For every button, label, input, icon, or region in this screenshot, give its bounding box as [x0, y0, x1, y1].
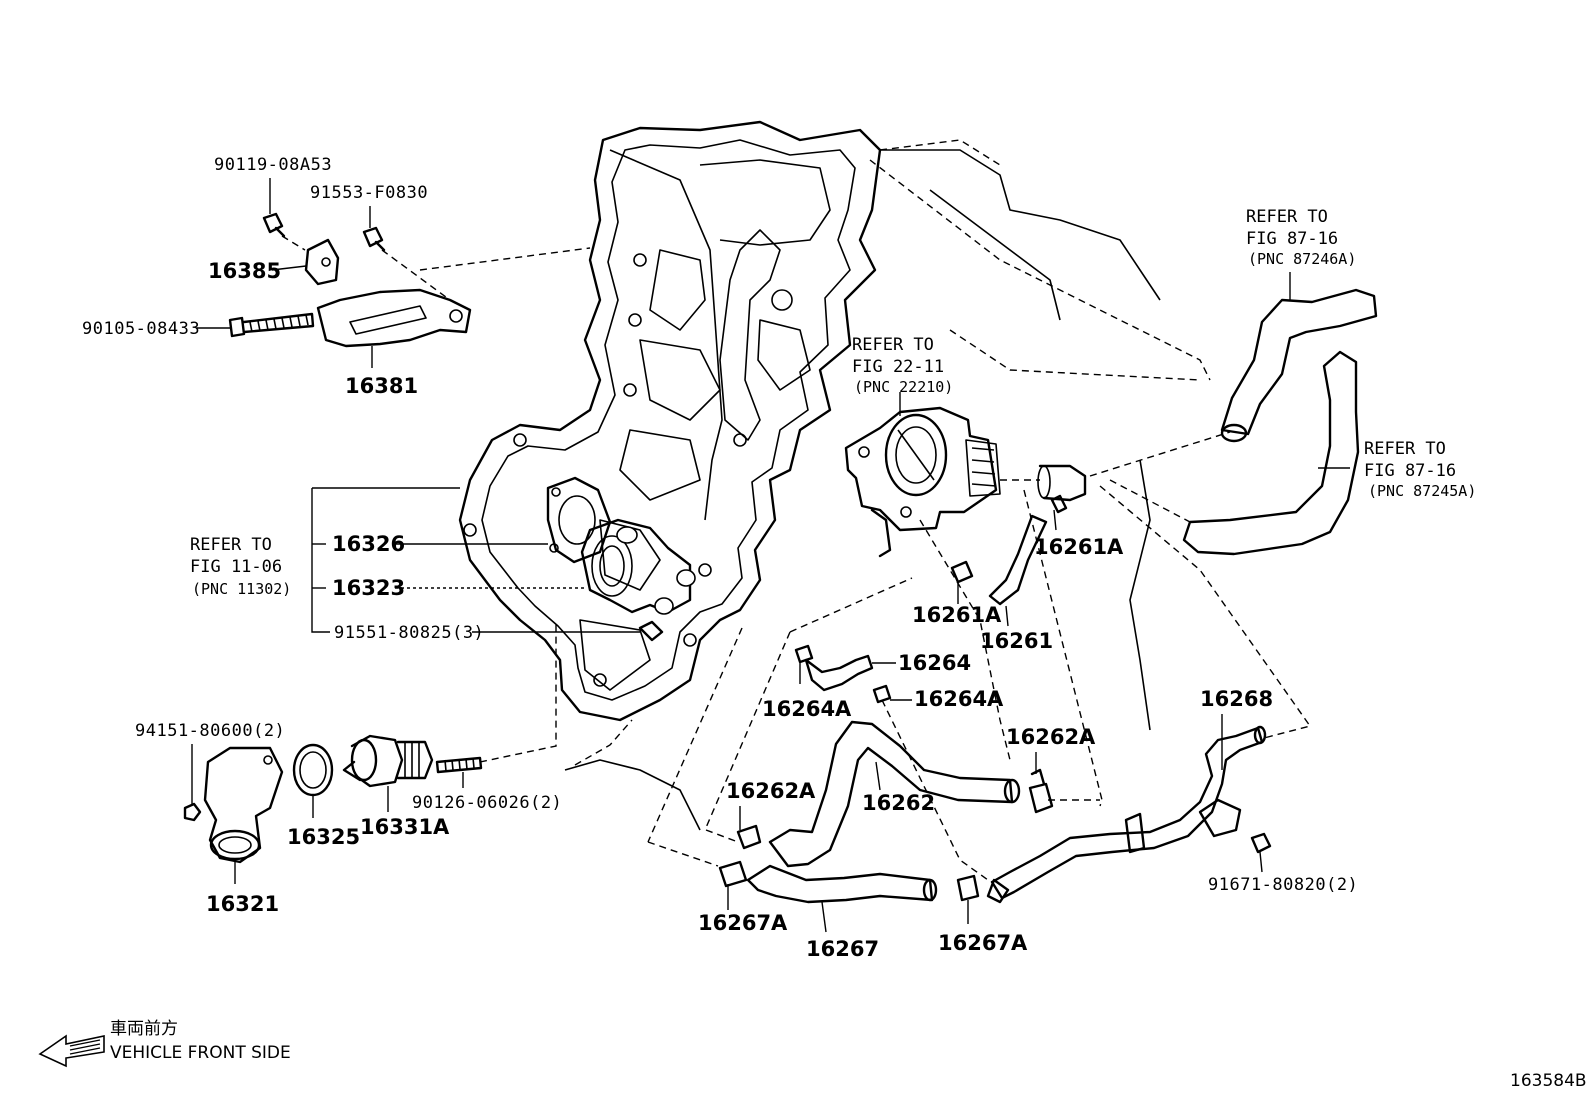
thermostat-16331A	[342, 734, 434, 788]
throttle-body	[844, 406, 1001, 558]
label-16262A-right: 16262A	[1006, 725, 1096, 749]
label-16381: 16381	[345, 374, 418, 398]
refer-hose-upper-line3: (PNC 87246A)	[1248, 250, 1356, 268]
bolt-91551-80825	[638, 620, 664, 642]
water-inlet-gasket-16326	[546, 476, 612, 564]
clamp-16261A-lower	[950, 560, 974, 584]
clamp-16267A-right	[956, 874, 980, 902]
clamp-16261A-upper	[1050, 494, 1068, 514]
hose-16261	[988, 514, 1048, 606]
refer-engine-line3: (PNC 11302)	[192, 580, 291, 598]
label-94151-80600: 94151-80600(2)	[135, 721, 285, 741]
direction-label-jp: 車両前方	[110, 1019, 178, 1039]
stud-90126-06026	[435, 756, 483, 774]
hose-16264	[804, 654, 874, 692]
figure-id: 163584B	[1510, 1071, 1587, 1091]
label-91553-F0830: 91553-F0830	[310, 183, 428, 203]
label-16385: 16385	[208, 259, 281, 283]
refer-hose-upper-line1: REFER TO	[1246, 207, 1328, 227]
refer-throttle-line2: FIG 22-11	[852, 357, 944, 377]
label-16264: 16264	[898, 651, 971, 675]
gasket-16325	[292, 743, 334, 797]
label-16267: 16267	[806, 937, 879, 961]
refer-note-hose-lower: REFER TO FIG 87-16 (PNC 87245A)	[1364, 439, 1476, 500]
label-16268: 16268	[1200, 687, 1273, 711]
label-16267A-right: 16267A	[938, 931, 1028, 955]
bracket-16385	[304, 238, 340, 286]
hose-87246A	[1220, 288, 1378, 443]
label-16262A-left: 16262A	[726, 779, 816, 803]
label-16321: 16321	[206, 892, 279, 916]
clamp-16267A-left	[718, 860, 748, 888]
water-inlet-housing-16323	[580, 518, 696, 615]
label-90105-08433: 90105-08433	[82, 319, 200, 339]
nut-94151-80600	[183, 802, 202, 822]
direction-label-en: VEHICLE FRONT SIDE	[110, 1043, 291, 1063]
hose-16267	[746, 864, 938, 904]
clamp-16262A-left	[736, 824, 762, 850]
hose-16262	[768, 720, 1021, 868]
label-16264A-right: 16264A	[914, 687, 1004, 711]
bolt-90119-08A53	[262, 212, 286, 238]
clamp-16264A-left	[794, 644, 814, 664]
pipe-fitting-upper	[1037, 464, 1087, 502]
clamp-16264A-right	[872, 684, 892, 704]
hose-87245A	[1182, 350, 1360, 556]
bolt-91671-80820	[1250, 832, 1272, 854]
label-16264A-left: 16264A	[762, 697, 852, 721]
label-16261A-lower: 16261A	[912, 603, 1002, 627]
label-16267A-left: 16267A	[698, 911, 788, 935]
label-90119-08A53: 90119-08A53	[214, 155, 332, 175]
label-91671-80820: 91671-80820(2)	[1208, 875, 1358, 895]
bolt-91553-F0830	[362, 226, 386, 252]
refer-hose-upper-line2: FIG 87-16	[1246, 229, 1338, 249]
refer-engine-line1: REFER TO	[190, 535, 272, 555]
front-arrow-icon	[38, 1034, 105, 1068]
label-16331A: 16331A	[360, 815, 450, 839]
clamp-16262A-right	[1028, 768, 1054, 814]
bolt-90105-08433	[228, 312, 315, 338]
refer-hose-lower-line3: (PNC 87245A)	[1368, 482, 1476, 500]
label-90126-06026: 90126-06026(2)	[412, 793, 562, 813]
label-16326: 16326	[332, 532, 405, 556]
water-inlet-16321	[203, 746, 284, 864]
label-16325: 16325	[287, 825, 360, 849]
pipe-16268	[986, 725, 1267, 904]
refer-throttle-line1: REFER TO	[852, 335, 934, 355]
refer-throttle-line3: (PNC 22210)	[854, 378, 953, 396]
bracket-16381	[316, 288, 472, 348]
refer-hose-lower-line2: FIG 87-16	[1364, 461, 1456, 481]
vehicle-front-direction: 車両前方 VEHICLE FRONT SIDE	[38, 1019, 291, 1068]
label-16261A-upper: 16261A	[1034, 535, 1124, 559]
refer-engine-line2: FIG 11-06	[190, 557, 282, 577]
refer-hose-lower-line1: REFER TO	[1364, 439, 1446, 459]
refer-note-throttle: REFER TO FIG 22-11 (PNC 22210)	[852, 335, 953, 396]
refer-note-hose-upper: REFER TO FIG 87-16 (PNC 87246A)	[1246, 207, 1356, 268]
label-16261: 16261	[980, 629, 1053, 653]
refer-note-engine: REFER TO FIG 11-06 (PNC 11302)	[190, 535, 291, 598]
label-16323: 16323	[332, 576, 405, 600]
label-16262: 16262	[862, 791, 935, 815]
engine-timing-cover	[458, 120, 1211, 831]
label-91551-80825: 91551-80825(3)	[334, 623, 484, 643]
